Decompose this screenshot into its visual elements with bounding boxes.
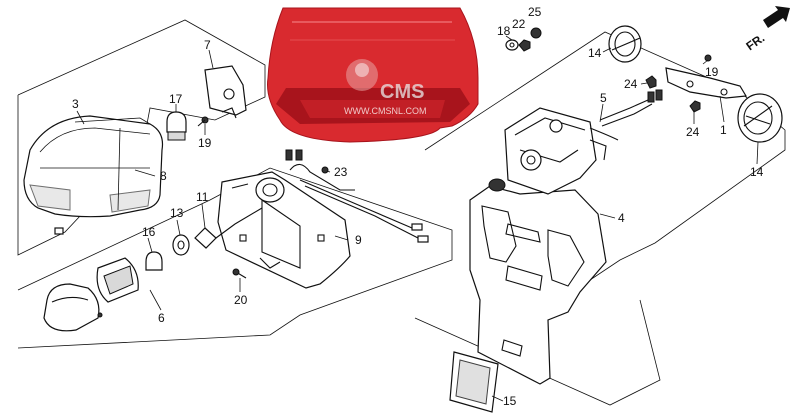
callout-6: 7 (204, 38, 211, 52)
watermark-logo: CMS WWW.CMSNL.COM (344, 59, 427, 116)
cap-25 (530, 27, 542, 39)
callout-9: 9 (355, 233, 362, 247)
callout-1: 1 (720, 123, 727, 137)
nut-22 (518, 39, 531, 52)
callout-24-upper: 24 (624, 77, 638, 91)
callout-20: 20 (234, 293, 248, 307)
callout-24-lower: 24 (686, 125, 700, 139)
callout-5: 5 (600, 91, 607, 105)
callout-14-upper: 14 (588, 46, 602, 60)
front-direction-marker: FR. (743, 6, 790, 53)
rear-fender (469, 185, 607, 385)
callout-19: 19 (198, 136, 212, 150)
callout-22: 22 (512, 17, 526, 31)
lower-left-assembly-outline (17, 167, 453, 349)
svg-text:WWW.CMSNL.COM: WWW.CMSNL.COM (344, 106, 427, 116)
callout-3: 3 (72, 97, 79, 111)
callout-8: 6 (158, 311, 165, 325)
svg-text:FR.: FR. (743, 31, 767, 54)
rear-lamp-unit (488, 107, 619, 195)
reflector (449, 351, 499, 413)
license-bulb (145, 251, 163, 271)
nut-24-lower (689, 100, 701, 113)
callout-16: 16 (142, 225, 156, 239)
tail-bulb (166, 111, 187, 141)
screw-19-right (704, 54, 712, 62)
leader-lines (76, 35, 759, 402)
callout-17: 17 (169, 92, 183, 106)
washer-18 (505, 39, 519, 51)
license-lamp-wiring (285, 149, 429, 243)
callout-19-right: 19 (705, 65, 719, 79)
socket-washer (172, 234, 190, 256)
callout-labels: 7 3 17 19 8 11 13 16 6 9 23 20 18 22 25 … (72, 5, 764, 408)
callout-23: 23 (334, 165, 348, 179)
screw-20 (232, 268, 247, 279)
nut-24-upper (645, 75, 657, 89)
callout-25: 25 (528, 5, 542, 19)
callout-14-lower: 14 (750, 165, 764, 179)
turn-signal-right (737, 93, 783, 143)
callout-13: 13 (170, 206, 184, 220)
lamp-bracket (204, 65, 247, 119)
turn-signal-left (608, 25, 642, 63)
license-lamp-unit (43, 257, 139, 332)
svg-text:CMS: CMS (380, 81, 424, 103)
turn-signal-wiring (599, 89, 663, 127)
callout-18: 18 (497, 24, 511, 38)
bulb-socket (194, 207, 263, 249)
tail-lamp-housing (23, 115, 164, 235)
tail-lamp-lens: CMS WWW.CMSNL.COM (267, 7, 479, 143)
callout-15: 15 (503, 394, 517, 408)
callout-11: 11 (196, 190, 209, 204)
screw-19 (197, 116, 209, 127)
license-plate-bracket (217, 171, 351, 289)
callout-7: 8 (160, 169, 167, 183)
turn-signal-stay (665, 67, 748, 99)
callout-4: 4 (618, 211, 625, 225)
